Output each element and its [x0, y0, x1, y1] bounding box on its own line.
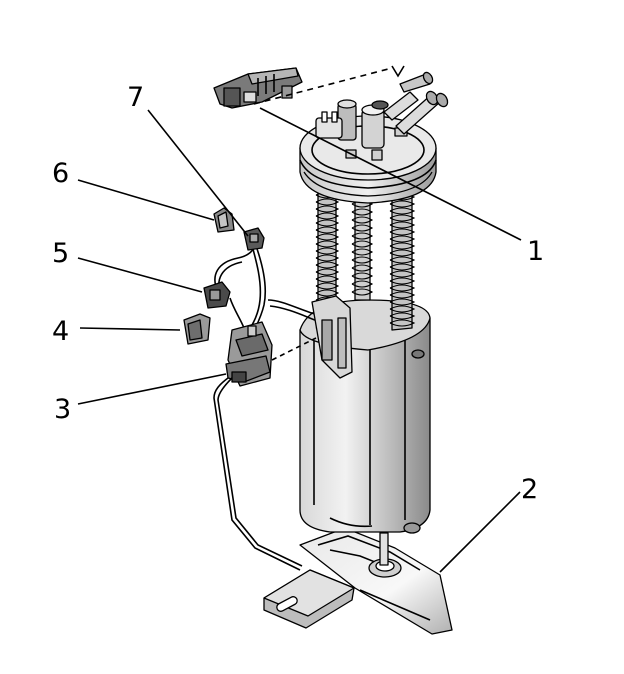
spring-turn: [351, 280, 374, 288]
spring-turn: [315, 261, 340, 269]
spring-turn: [389, 298, 416, 306]
leader-3: [77, 373, 227, 405]
spring-turn: [351, 240, 374, 248]
connector-7: [243, 227, 265, 251]
spring-turn: [315, 198, 340, 206]
fuel-pump-electrical-connector: [213, 67, 303, 109]
spring-turn: [351, 232, 374, 240]
spring-turn: [315, 226, 340, 234]
spring-turn: [315, 219, 340, 227]
spring-turn: [315, 268, 340, 276]
spring-turn: [351, 224, 374, 232]
spring-turn: [389, 207, 416, 215]
callout-3: 3: [54, 394, 71, 425]
callout-4: 4: [52, 316, 69, 347]
spring-turn: [315, 289, 340, 297]
leader-3b: [271, 337, 317, 361]
connector-5: [203, 281, 231, 309]
spring-turn: [351, 264, 374, 272]
spring-turn: [389, 312, 416, 320]
spring-turn: [315, 275, 340, 283]
pump-terminal-block: [311, 295, 353, 379]
spring-turn: [389, 277, 416, 285]
leader-4: [79, 327, 181, 331]
spring-turn: [315, 205, 340, 213]
spring-turn: [315, 233, 340, 241]
spring-turn: [315, 247, 340, 255]
spring-turn: [351, 216, 374, 224]
leader-lines: [77, 65, 522, 573]
spring-turn: [389, 235, 416, 243]
spring-turn: [351, 208, 374, 216]
spring-turn: [351, 248, 374, 256]
spring-turn: [351, 272, 374, 280]
spring-turn: [315, 282, 340, 290]
spring-turn: [389, 305, 416, 313]
callout-1: 1: [527, 236, 544, 267]
leader-7: [147, 109, 249, 237]
callout-5: 5: [52, 238, 69, 269]
leader-1: [259, 107, 522, 241]
callout-2: 2: [521, 474, 538, 505]
spring-turn: [315, 212, 340, 220]
spring-turn: [315, 240, 340, 248]
spring-turn: [315, 254, 340, 262]
spring-turn: [389, 200, 416, 208]
callout-7: 7: [127, 82, 144, 113]
spring-turn: [389, 284, 416, 292]
leader-6: [77, 179, 215, 221]
spring-turn: [389, 221, 416, 229]
spring-turn: [389, 263, 416, 271]
spring-turn: [351, 256, 374, 264]
spring-turn: [389, 228, 416, 236]
fuel-level-sensor: [213, 321, 355, 629]
leader-5: [77, 257, 203, 293]
retainer-4: [183, 313, 211, 345]
fuel-sender-flange: [299, 71, 449, 204]
spring-turn: [389, 319, 416, 327]
spring-turn: [389, 249, 416, 257]
spring-turn: [389, 291, 416, 299]
leader-2: [439, 491, 521, 573]
leader-flange-dash: [253, 67, 393, 105]
callout-6: 6: [52, 158, 69, 189]
callouts: 1 2 3 4 5 6 7: [52, 82, 544, 505]
spring-turn: [389, 214, 416, 222]
connector-clip-6: [213, 207, 235, 233]
spring-turn: [389, 270, 416, 278]
spring-turn: [389, 242, 416, 250]
spring-turn: [389, 256, 416, 264]
spring-turn: [351, 288, 374, 296]
